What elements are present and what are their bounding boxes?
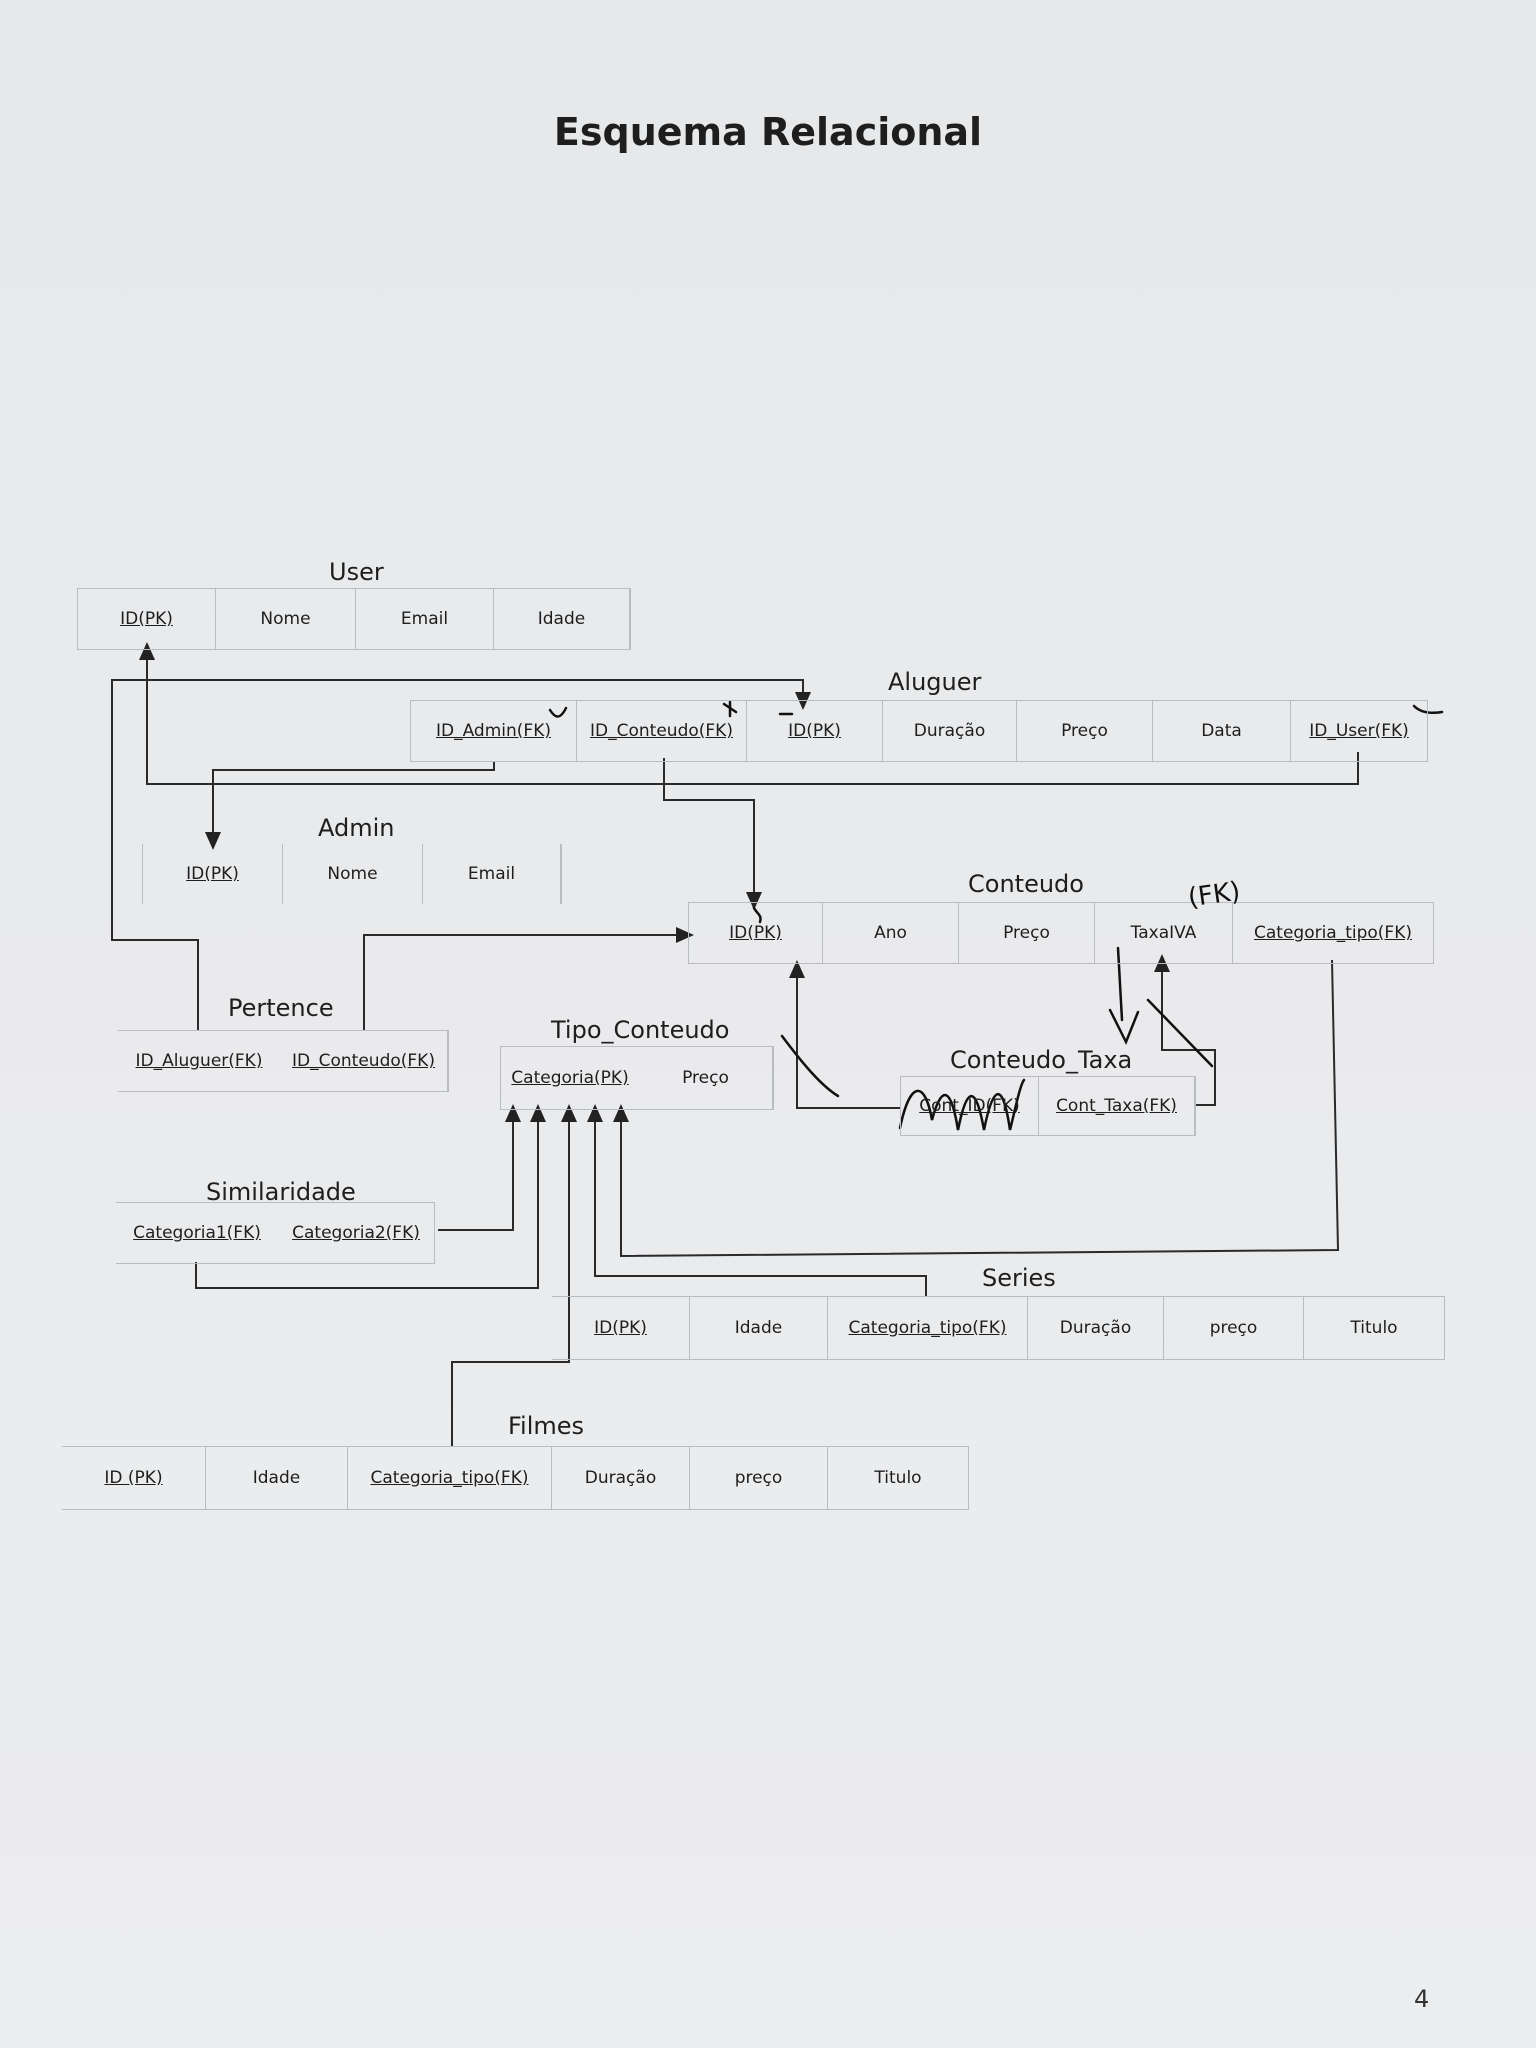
pertence-col-idaluguer: ID_Aluguer(FK) xyxy=(135,1051,263,1071)
filmes-col-id: ID (PK) xyxy=(62,1447,206,1509)
similaridade-col-cat1: Categoria1(FK) xyxy=(133,1223,261,1243)
filmes-col-categoria: Categoria_tipo(FK) xyxy=(348,1447,552,1509)
aluguer-col-data: Data xyxy=(1153,701,1291,761)
filmes-col-titulo: Titulo xyxy=(874,1468,922,1488)
table-series: ID(PK) Idade Categoria_tipo(FK) Duração … xyxy=(552,1296,1445,1360)
tick-mark-2 xyxy=(722,700,738,718)
conteudo-col-categoria: Categoria_tipo(FK) xyxy=(1253,923,1412,943)
table-title-aluguer: Aluguer xyxy=(888,668,982,696)
page-title: Esquema Relacional xyxy=(553,110,983,154)
admin-col-email: Email xyxy=(423,844,561,904)
table-title-admin: Admin xyxy=(318,814,395,842)
pertence-col-idconteudo: ID_Conteudo(FK) xyxy=(280,1031,448,1091)
user-col-idade: Idade xyxy=(494,589,630,649)
scribble-arrow xyxy=(1108,946,1140,1046)
admin-col-id: ID(PK) xyxy=(143,844,283,904)
similaridade-col-cat2: Categoria2(FK) xyxy=(292,1223,420,1243)
idadmin-admin-line xyxy=(205,762,495,850)
filmes-col-idade: Idade xyxy=(206,1447,348,1509)
aluguer-col-id: ID(PK) xyxy=(747,701,883,761)
filmes-col-duracao: Duração xyxy=(552,1447,690,1509)
page-number: 4 xyxy=(1414,1985,1430,2013)
table-title-series: Series xyxy=(982,1264,1056,1292)
series-col-id: ID(PK) xyxy=(552,1297,690,1359)
conteudo-categoria-line xyxy=(613,959,1340,1258)
series-col-duracao: Duração xyxy=(1028,1297,1164,1359)
table-title-pertence: Pertence xyxy=(228,994,334,1022)
conteudo-col-id: ID(PK) xyxy=(689,903,823,963)
taxa-col-conttaxa: Cont_Taxa(FK) xyxy=(1039,1077,1195,1135)
table-title-filmes: Filmes xyxy=(508,1412,585,1440)
tipo-col-preco: Preço xyxy=(639,1047,773,1109)
tick-mark-1 xyxy=(548,706,568,718)
table-pertence: ID_Aluguer(FK) ID_Conteudo(FK) xyxy=(118,1030,449,1092)
table-user: ID(PK) Nome Email Idade xyxy=(77,588,631,650)
taxa-col-contid: Cont_ID(FK) xyxy=(901,1077,1039,1135)
table-title-similaridade: Similaridade xyxy=(206,1178,356,1206)
admin-col-nome: Nome xyxy=(283,844,423,904)
aluguer-col-preco: Preço xyxy=(1017,701,1153,761)
series-col-preco: preço xyxy=(1164,1297,1304,1359)
user-col-email: Email xyxy=(356,589,494,649)
aluguer-col-idconteudo: ID_Conteudo(FK) xyxy=(577,701,747,761)
table-similaridade: Categoria1(FK) Categoria2(FK) xyxy=(116,1202,435,1264)
scribble-strike xyxy=(780,1034,840,1098)
taxa-contid-line xyxy=(789,960,900,1109)
sim-cat1-line xyxy=(195,1104,546,1289)
table-conteudo-taxa: Cont_ID(FK) Cont_Taxa(FK) xyxy=(900,1076,1196,1136)
filmes-categoria-line xyxy=(451,1104,577,1446)
scribble-strike-2 xyxy=(1146,998,1214,1068)
tick-mark-5 xyxy=(752,906,762,924)
user-col-id: ID(PK) xyxy=(78,589,216,649)
table-aluguer: ID_Admin(FK) ID_Conteudo(FK) ID(PK) Dura… xyxy=(410,700,1428,762)
table-tipo-conteudo: Categoria(PK) Preço xyxy=(500,1046,774,1110)
aluguer-col-duracao: Duração xyxy=(883,701,1017,761)
table-conteudo: ID(PK) Ano Preço TaxaIVA Categoria_tipo(… xyxy=(688,902,1434,964)
table-admin: ID(PK) Nome Email xyxy=(142,844,562,904)
series-categoria-line xyxy=(587,1104,927,1296)
tick-mark-4 xyxy=(1412,704,1444,714)
series-col-titulo: Titulo xyxy=(1350,1318,1398,1338)
table-title-conteudo: Conteudo xyxy=(968,870,1084,898)
aluguer-col-idadmin: ID_Admin(FK) xyxy=(411,701,577,761)
conteudo-col-taxaiva: TaxaIVA xyxy=(1095,903,1233,963)
user-col-nome: Nome xyxy=(216,589,356,649)
taxa-conttaxa-line xyxy=(1154,954,1216,1106)
aluguer-col-iduser: ID_User(FK) xyxy=(1309,721,1409,741)
series-col-idade: Idade xyxy=(690,1297,828,1359)
conteudo-col-ano: Ano xyxy=(823,903,959,963)
conteudo-col-preco: Preço xyxy=(959,903,1095,963)
sim-cat2-line xyxy=(438,1104,521,1231)
filmes-col-preco: preço xyxy=(690,1447,828,1509)
iduser-user-line xyxy=(139,642,1359,785)
table-title-conteudo-taxa: Conteudo_Taxa xyxy=(950,1046,1133,1074)
user-aluguer-line xyxy=(147,679,811,710)
pertence-aluguer-line xyxy=(111,679,199,1030)
series-col-categoria: Categoria_tipo(FK) xyxy=(828,1297,1028,1359)
table-title-tipo-conteudo: Tipo_Conteudo xyxy=(551,1016,730,1044)
idconteudo-conteudo-line xyxy=(663,758,762,910)
pertence-conteudo-line xyxy=(363,927,694,1030)
table-filmes: ID (PK) Idade Categoria_tipo(FK) Duração… xyxy=(62,1446,969,1510)
scribble-scrawl xyxy=(898,1078,1026,1131)
table-title-user: User xyxy=(329,558,384,586)
tipo-col-categoria: Categoria(PK) xyxy=(511,1068,629,1088)
